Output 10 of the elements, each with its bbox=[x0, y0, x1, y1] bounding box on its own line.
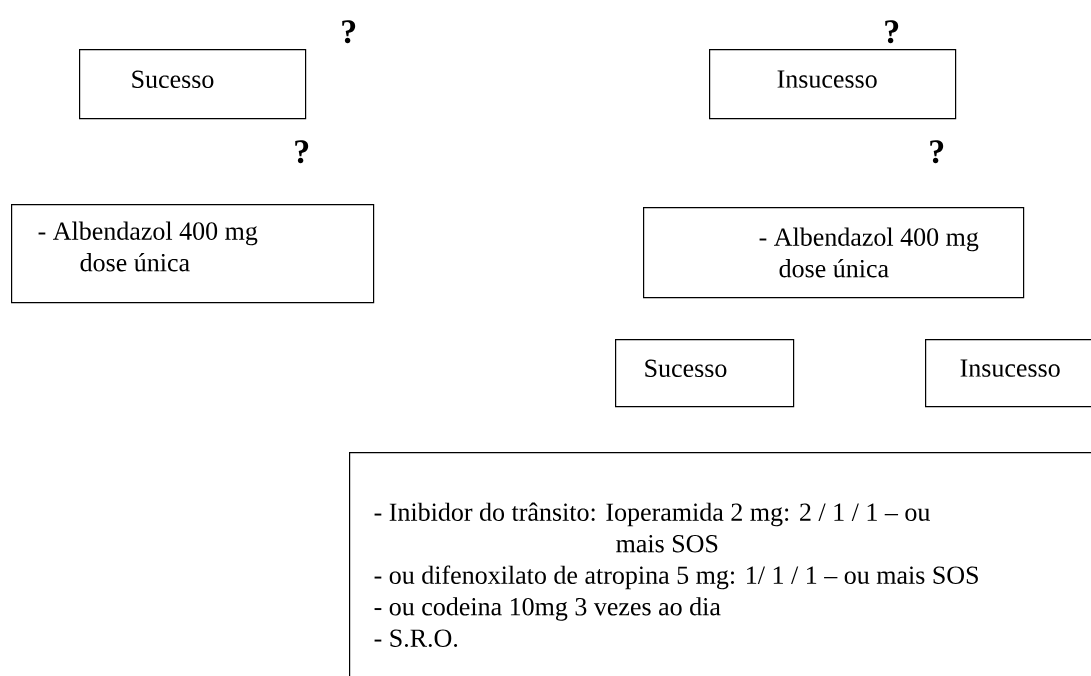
outcome-box: - Albendazol 400 mg dose única bbox=[11, 204, 375, 304]
outcome-box: - Albendazol 400 mg dose única bbox=[643, 207, 1025, 299]
question-mark: ? bbox=[295, 140, 309, 164]
question-mark: ? bbox=[342, 20, 356, 44]
question-mark: ? bbox=[930, 140, 944, 164]
outcome-box: Sucesso bbox=[79, 49, 307, 120]
outcome-box: Insucesso bbox=[709, 49, 957, 120]
treatment-box: - Inibidor do trânsito: Ioperamida 2 mg: 2 / 1 / 1 – ou mais SOS - ou difenoxilato de atropina 5 mg: 1/ 1 / 1 – ou mais SOS - ou codeina 10mg 3 vezes ao dia - S.R.O. bbox=[349, 452, 1091, 676]
outcome-box: Insucesso bbox=[925, 339, 1091, 408]
outcome-box: Sucesso bbox=[615, 339, 795, 408]
